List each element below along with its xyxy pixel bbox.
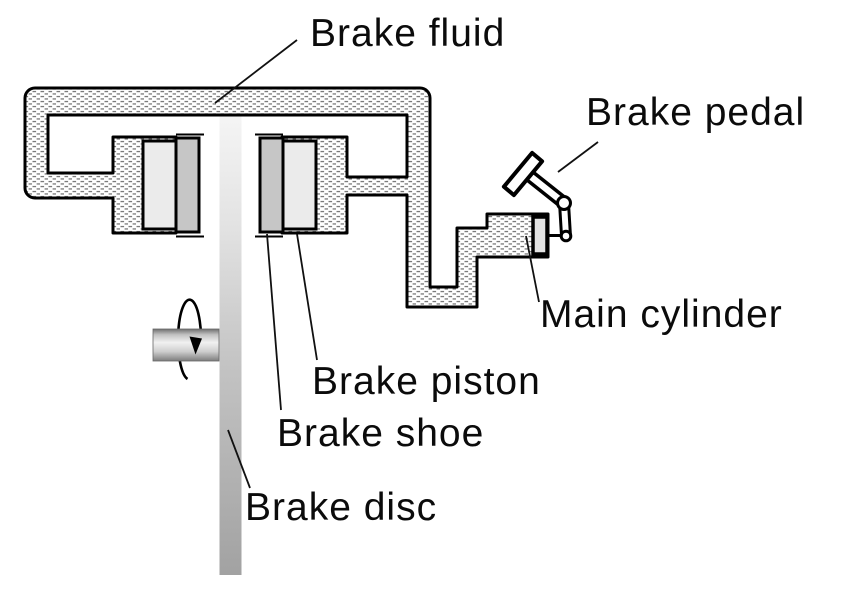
right-brake-shoe bbox=[258, 136, 285, 234]
leader-brake-pedal bbox=[557, 141, 599, 173]
label-main-cylinder: Main cylinder bbox=[540, 293, 783, 336]
leader-brake-piston bbox=[296, 233, 318, 361]
right-brake-piston bbox=[281, 139, 318, 231]
pedal-pivot-upper bbox=[556, 195, 572, 211]
label-brake-disc: Brake disc bbox=[245, 486, 437, 529]
left-brake-shoe bbox=[174, 136, 201, 234]
pedal-pad bbox=[501, 150, 545, 198]
pedal-pivot-lower bbox=[559, 229, 573, 243]
label-brake-pedal: Brake pedal bbox=[586, 91, 805, 134]
brake-disc bbox=[219, 114, 242, 575]
rotation-arrow-head bbox=[189, 336, 202, 355]
label-brake-piston: Brake piston bbox=[312, 360, 541, 403]
leader-brake-shoe bbox=[266, 233, 282, 411]
left-brake-piston bbox=[141, 139, 178, 231]
leader-brake-disc bbox=[227, 429, 251, 489]
label-brake-fluid: Brake fluid bbox=[310, 12, 505, 55]
leader-main-cylinder bbox=[525, 235, 540, 303]
main-cylinder-piston bbox=[531, 215, 549, 256]
rotation-arrow-arc bbox=[176, 298, 203, 381]
axle bbox=[152, 328, 220, 362]
label-brake-shoe: Brake shoe bbox=[277, 412, 484, 455]
leader-brake-fluid bbox=[214, 39, 298, 104]
